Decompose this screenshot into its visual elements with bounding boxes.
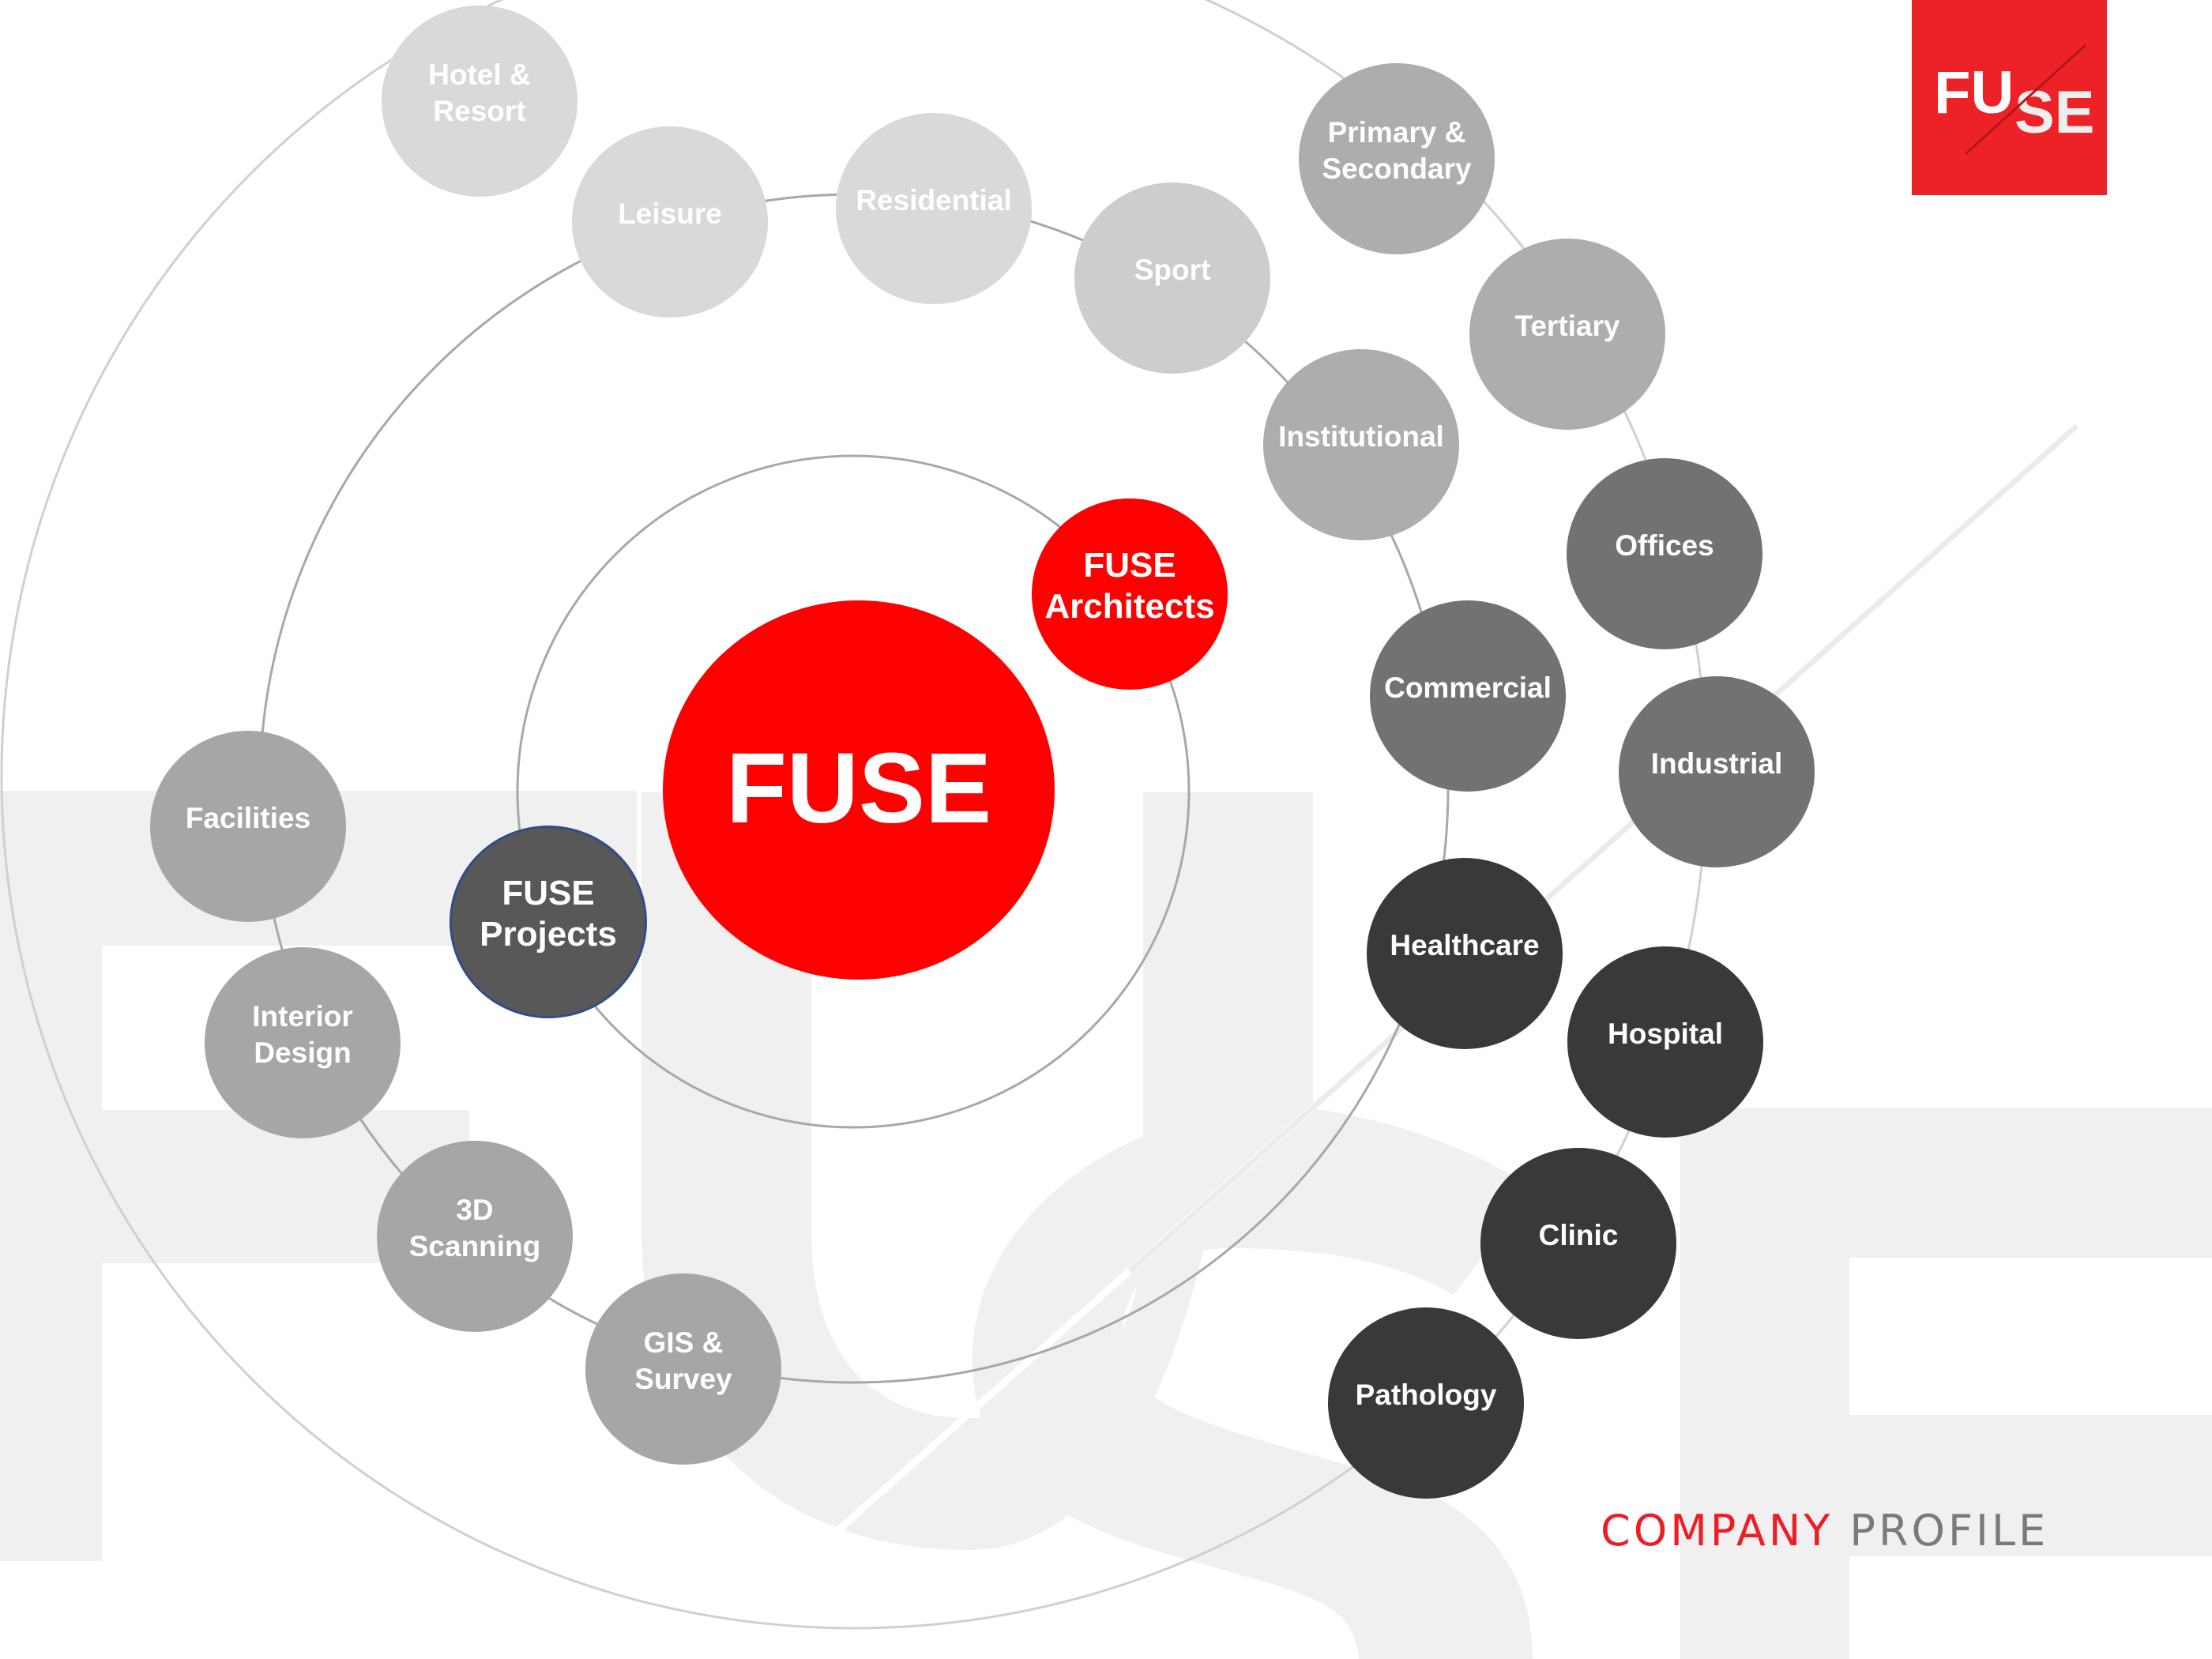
sector-industrial[interactable]: Industrial [1619, 676, 1815, 867]
sector-label: Healthcare [1390, 929, 1540, 961]
sector-label: Sport [1134, 254, 1211, 286]
sector-label: Primary & Secondary [1322, 116, 1472, 185]
service-label: 3D Scanning [408, 1194, 541, 1262]
sector-label: Residential [856, 184, 1012, 216]
sector-offices[interactable]: Offices [1567, 458, 1762, 649]
sector-label: Tertiary [1514, 310, 1620, 342]
sector-commercial[interactable]: Commercial [1370, 600, 1566, 792]
tagline-word-profile: PROFILE [1849, 1506, 2049, 1556]
logo-text-right: SE [2014, 79, 2094, 146]
service-label: Facilities [185, 802, 311, 834]
division-label: FUSE Architects [1044, 546, 1215, 626]
sector-label: Clinic [1538, 1219, 1619, 1251]
sector-label: Pathology [1355, 1379, 1497, 1411]
division-fuse-architects[interactable]: FUSE Architects [1032, 498, 1228, 690]
logo-cut-line [1964, 43, 2087, 156]
inner-ring [516, 454, 1191, 1129]
service-label: Interior Design [252, 1000, 353, 1069]
service-gis-survey[interactable]: GIS & Survey [585, 1273, 781, 1465]
sector-primary-secondary[interactable]: Primary & Secondary [1299, 63, 1495, 254]
sector-label: Industrial [1650, 747, 1783, 780]
tagline-word-company: COMPANY [1601, 1506, 1834, 1556]
service-facilities[interactable]: Facilities [150, 731, 346, 922]
sector-residential[interactable]: Residential [836, 113, 1032, 304]
sector-label: Leisure [618, 198, 722, 230]
sector-sport[interactable]: Sport [1074, 182, 1270, 374]
fuse-logo-mark: FU SE [1934, 43, 2094, 156]
sector-label: Commercial [1384, 672, 1552, 704]
sector-label: Offices [1615, 529, 1714, 562]
fuse-logo: FU SE [1912, 0, 2107, 195]
division-fuse-projects[interactable]: FUSE Projects [450, 826, 647, 1018]
sector-label: Hospital [1608, 1018, 1723, 1050]
sector-tertiary[interactable]: Tertiary [1469, 239, 1665, 430]
company-profile-tagline: COMPANY PROFILE [1601, 1506, 2048, 1556]
logo-text-left: FU [1934, 59, 2014, 126]
sector-clinic[interactable]: Clinic [1480, 1148, 1676, 1339]
sector-label: Institutional [1278, 420, 1444, 453]
service-interior-design[interactable]: Interior Design [205, 947, 401, 1138]
division-label: FUSE Projects [480, 874, 617, 954]
service-3d-scanning[interactable]: 3D Scanning [377, 1141, 573, 1332]
sector-pathology[interactable]: Pathology [1328, 1307, 1524, 1499]
sector-leisure[interactable]: Leisure [572, 126, 768, 318]
sector-hotel-resort[interactable]: Hotel & Resort [382, 6, 577, 197]
fuse-core-label: FUSE [725, 732, 992, 844]
sector-institutional[interactable]: Institutional [1263, 349, 1459, 540]
sector-healthcare[interactable]: Healthcare [1367, 858, 1563, 1049]
service-label: GIS & Survey [634, 1326, 732, 1395]
sector-hospital[interactable]: Hospital [1567, 946, 1763, 1138]
fuse-core-circle[interactable]: FUSE [663, 600, 1055, 980]
sector-label: Hotel & Resort [428, 58, 531, 127]
